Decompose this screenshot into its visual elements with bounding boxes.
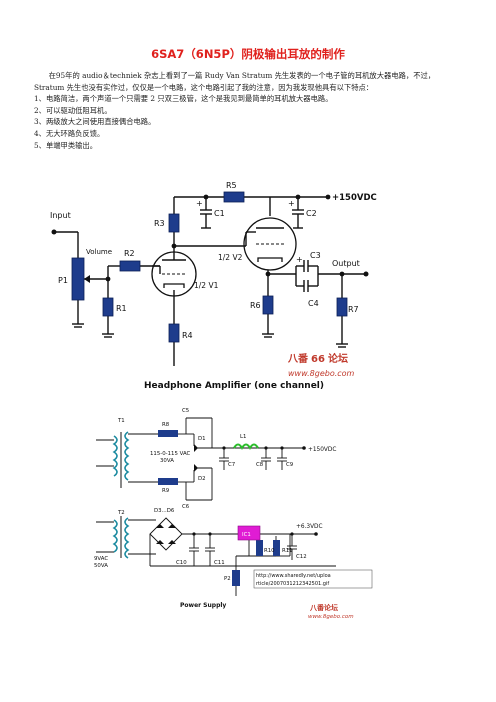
amplifier-schematic: Input +150VDC Output Volume 1/2 V1 1/2 V… bbox=[46, 166, 377, 392]
label-c11: C11 bbox=[214, 560, 225, 566]
label-r5: R5 bbox=[226, 181, 237, 190]
label-p2: P2 bbox=[224, 576, 231, 582]
label-r7: R7 bbox=[348, 305, 359, 314]
watermark-num: 66 bbox=[311, 354, 325, 365]
resistor-r9 bbox=[158, 478, 178, 485]
watermark-url: www.8gebo.com bbox=[288, 369, 355, 378]
plus-sign: + bbox=[196, 199, 203, 208]
label-r4: R4 bbox=[182, 331, 193, 340]
watermark-url: www.8gebo.com bbox=[308, 614, 354, 620]
power-supply-schematic: T1 T2 R8 R9 C5 C6 D1 D2 115-0-115 VAC 30… bbox=[86, 396, 376, 624]
tube2-label: 1/2 V2 bbox=[218, 253, 243, 262]
label-c10: C10 bbox=[176, 560, 187, 566]
resistor-r4 bbox=[168, 323, 180, 343]
label-c12: C12 bbox=[296, 554, 307, 560]
feature-list: 1、电路简洁，两个声道一个只需要 2 只双三极管，这个是我见到最简单的耳机放大器… bbox=[34, 93, 464, 151]
input-label: Input bbox=[50, 211, 71, 220]
label-t2: T2 bbox=[117, 510, 125, 516]
label-r10: R10 bbox=[264, 548, 275, 554]
potentiometer-p2 bbox=[232, 570, 240, 586]
label-d2: D2 bbox=[198, 476, 206, 482]
label-c3: C3 bbox=[310, 251, 321, 260]
label-c7: C7 bbox=[228, 462, 235, 468]
label-r6: R6 bbox=[250, 301, 261, 310]
article-body: 在95年的 audio＆techniek 杂志上看到了一篇 Rudy Van S… bbox=[34, 70, 464, 151]
potentiometer-p1 bbox=[71, 257, 85, 301]
tube1-label: 1/2 V1 bbox=[194, 281, 219, 290]
feature-item: 5、单端甲类输出。 bbox=[34, 140, 98, 150]
figure1-caption: Headphone Amplifier (one channel) bbox=[144, 381, 324, 391]
resistor-r10 bbox=[256, 540, 263, 556]
transformer-t1-primary bbox=[112, 435, 118, 477]
volume-label: Volume bbox=[86, 248, 112, 256]
diode-d2 bbox=[194, 464, 198, 472]
diode-bridge bbox=[168, 540, 176, 544]
transformer1-rating-line2: 30VA bbox=[160, 458, 174, 464]
heater-supply-label: +6.3VDC bbox=[296, 524, 323, 530]
tube-v2 bbox=[243, 217, 297, 271]
label-ic1: IC1 bbox=[242, 532, 251, 538]
output-label: Output bbox=[332, 259, 360, 268]
resistor-r11 bbox=[273, 540, 280, 556]
resistor-r6 bbox=[262, 295, 274, 315]
transformer-t2-primary bbox=[112, 519, 118, 553]
feature-item: 3、两级放大之间使用直接偶合电路。 bbox=[34, 117, 156, 127]
label-t1: T1 bbox=[117, 418, 125, 424]
label-r3: R3 bbox=[154, 219, 165, 228]
feature-item: 1、电路简洁，两个声道一个只需要 2 只双三极管，这个是我见到最简单的耳机放大器… bbox=[34, 94, 333, 104]
transformer1-rating-line1: 115-0-115 VAC bbox=[150, 451, 191, 457]
hv-supply-label: +150VDC bbox=[308, 447, 336, 453]
amplifier-schematic-drawing: Input +150VDC Output Volume 1/2 V1 1/2 V… bbox=[50, 181, 377, 391]
resistor-r5 bbox=[223, 191, 245, 203]
plus-sign: + bbox=[296, 255, 303, 264]
transformer-t2-secondary bbox=[124, 517, 130, 559]
url-line2: rticle/2007031212342501.gif bbox=[256, 581, 329, 587]
transformer2-rating-line2: 50VA bbox=[94, 563, 108, 569]
diode-bridge bbox=[156, 524, 164, 528]
url-line1: http://www.sharedly.net/uploa bbox=[256, 573, 331, 579]
feature-item: 2、可以驱动低阻耳机。 bbox=[34, 105, 112, 115]
power-supply-drawing: T1 T2 R8 R9 C5 C6 D1 D2 115-0-115 VAC 30… bbox=[94, 408, 373, 620]
label-l1: L1 bbox=[240, 434, 246, 440]
label-c6: C6 bbox=[182, 504, 190, 510]
label-d1: D1 bbox=[198, 436, 206, 442]
diode-bridge bbox=[156, 540, 164, 544]
diode-d1 bbox=[194, 444, 198, 452]
inductor-l1 bbox=[233, 443, 259, 451]
tube-v1 bbox=[151, 251, 197, 297]
plus-sign: + bbox=[288, 199, 295, 208]
intro-paragraph: 在95年的 audio＆techniek 杂志上看到了一篇 Rudy Van S… bbox=[34, 71, 436, 92]
label-r1: R1 bbox=[116, 304, 127, 313]
supply-label: +150VDC bbox=[332, 193, 377, 203]
article-title: 6SA7（6N5P）阴极输出耳放的制作 bbox=[151, 47, 345, 61]
watermark-cn: 八番 bbox=[287, 352, 309, 365]
resistor-r2 bbox=[119, 260, 141, 272]
regulator-ic1 bbox=[237, 525, 261, 541]
label-r11: R11 bbox=[282, 548, 293, 554]
transformer-t1-secondary bbox=[124, 431, 130, 481]
resistor-r7 bbox=[336, 297, 348, 317]
watermark-cn2: 论坛 bbox=[328, 352, 348, 365]
resistor-r3 bbox=[168, 213, 180, 233]
transformer2-rating-line1: 9VAC bbox=[94, 556, 108, 562]
label-c4: C4 bbox=[308, 299, 319, 308]
label-c2: C2 bbox=[306, 209, 317, 218]
label-d3-d6: D3...D6 bbox=[154, 508, 175, 514]
label-c1: C1 bbox=[214, 209, 225, 218]
label-c9: C9 bbox=[286, 462, 294, 468]
label-r8: R8 bbox=[162, 422, 170, 428]
feature-item: 4、无大环路负反馈。 bbox=[34, 128, 105, 138]
label-r9: R9 bbox=[162, 488, 170, 494]
label-p1: P1 bbox=[58, 276, 68, 285]
url-box bbox=[253, 569, 373, 589]
figure2-caption: Power Supply bbox=[180, 602, 226, 609]
resistor-r8 bbox=[158, 430, 178, 437]
watermark: 八番 66 论坛 www.8gebo.com bbox=[287, 352, 355, 378]
watermark-cn: 八番论坛 bbox=[309, 603, 338, 612]
label-c8: C8 bbox=[256, 462, 264, 468]
diode-bridge bbox=[168, 524, 176, 528]
label-r2: R2 bbox=[124, 249, 135, 258]
label-c5: C5 bbox=[182, 408, 189, 414]
resistor-r1 bbox=[102, 297, 114, 317]
